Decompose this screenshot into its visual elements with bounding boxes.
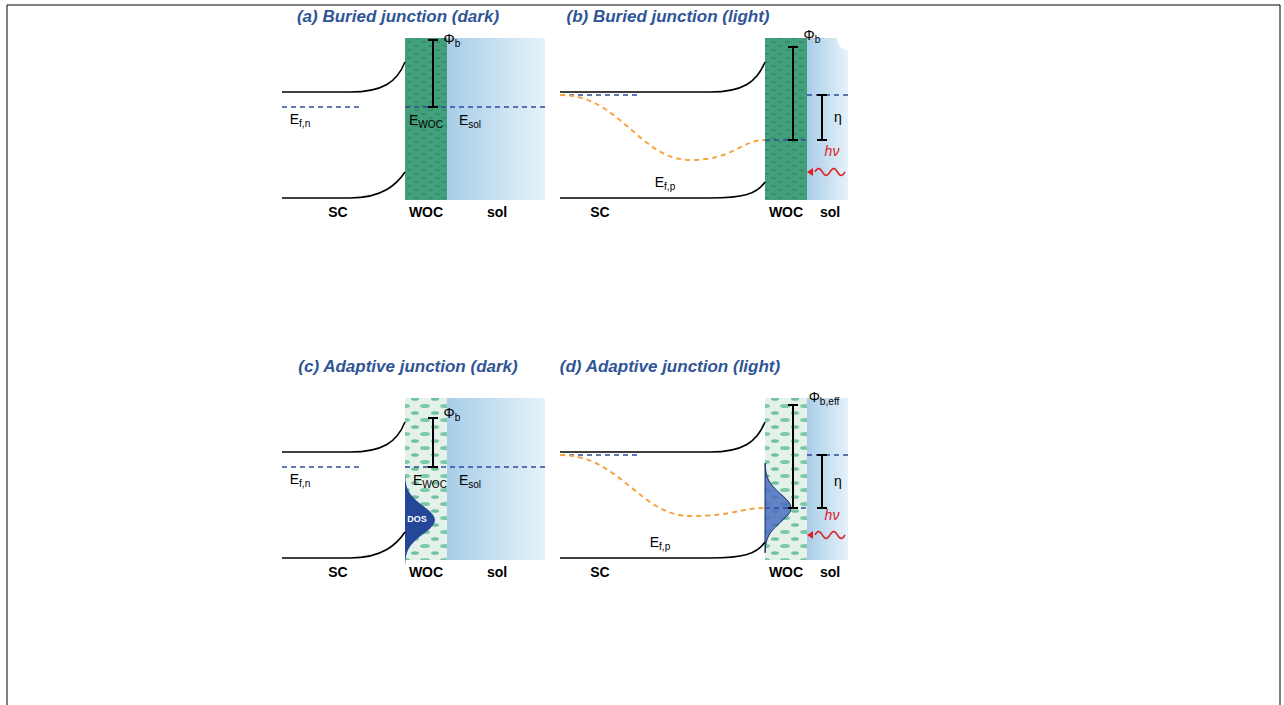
energy-symbol: Φb,eff	[809, 390, 840, 405]
panel-art	[560, 25, 863, 200]
energy-symbol: EWOC	[409, 113, 443, 128]
woc-level-line	[765, 507, 807, 509]
panel-art	[282, 38, 545, 200]
frame-line	[7, 5, 1280, 705]
panel-title: (d) Adaptive junction (light)	[560, 358, 780, 377]
panel-art	[282, 398, 545, 565]
panel-title: (a) Buried junction (dark)	[297, 8, 499, 27]
photon-label: hν	[825, 508, 840, 523]
region-label: sol	[487, 205, 507, 220]
overpotential-bar	[817, 455, 827, 508]
woc-layer	[765, 38, 807, 200]
region-label: SC	[328, 565, 347, 580]
energy-symbol: η	[834, 474, 842, 489]
energy-symbol: η	[834, 110, 842, 125]
barrier-bar	[788, 47, 798, 140]
woc-layer	[405, 38, 447, 200]
photon-wave	[815, 169, 845, 176]
barrier-bar	[428, 40, 438, 107]
conduction-band	[282, 62, 405, 92]
notch	[837, 25, 863, 51]
fermi-level-line	[282, 466, 360, 468]
solution-region	[807, 398, 848, 560]
woc-layer	[765, 398, 807, 560]
photon-arrowhead	[807, 168, 813, 176]
woc-level-line	[765, 139, 807, 141]
region-label: sol	[820, 565, 840, 580]
region-label: sol	[487, 565, 507, 580]
energy-symbol: Esol	[459, 473, 481, 488]
region-label: WOC	[769, 205, 803, 220]
conduction-band	[560, 422, 765, 452]
energy-symbol: Φb	[444, 32, 461, 47]
photon-label: hν	[825, 144, 840, 159]
region-label: WOC	[409, 565, 443, 580]
region-label: SC	[590, 205, 609, 220]
energy-symbol: Φb	[444, 406, 461, 421]
photon-wave	[815, 532, 845, 539]
valence-band	[560, 542, 765, 558]
solution-level-line	[405, 106, 545, 108]
solution-level-line	[807, 454, 848, 456]
barrier-bar	[788, 405, 798, 508]
overpotential-bar	[817, 95, 827, 140]
conduction-band	[282, 422, 405, 452]
panel-art	[560, 398, 848, 560]
valence-band	[282, 172, 405, 198]
energy-symbol: Ef,p	[650, 535, 671, 550]
barrier-bar	[428, 418, 438, 467]
quasi-fermi-curve	[560, 455, 765, 516]
conduction-band	[560, 62, 765, 92]
solution-region	[807, 38, 848, 200]
solution-level-line	[807, 94, 848, 96]
region-label: SC	[328, 205, 347, 220]
dos-label: DOS	[407, 515, 427, 525]
region-label: WOC	[769, 565, 803, 580]
photon-arrowhead	[807, 531, 813, 539]
energy-symbol: Φb	[804, 28, 821, 43]
region-label: SC	[590, 565, 609, 580]
energy-symbol: Esol	[459, 113, 481, 128]
valence-band	[282, 532, 405, 558]
energy-symbol: EWOC	[413, 473, 447, 488]
panel-title: (b) Buried junction (light)	[566, 8, 769, 27]
quasi-fermi-curve	[560, 95, 765, 160]
energy-symbol: Ef,n	[290, 112, 311, 127]
fermi-level-line	[282, 106, 360, 108]
solution-level-line	[405, 466, 545, 468]
solution-region	[447, 398, 545, 560]
panel-title: (c) Adaptive junction (dark)	[298, 358, 517, 377]
energy-symbol: Ef,n	[290, 472, 311, 487]
region-label: WOC	[409, 205, 443, 220]
energy-symbol: Ef,p	[655, 175, 676, 190]
solution-region	[447, 38, 545, 200]
region-label: sol	[820, 205, 840, 220]
